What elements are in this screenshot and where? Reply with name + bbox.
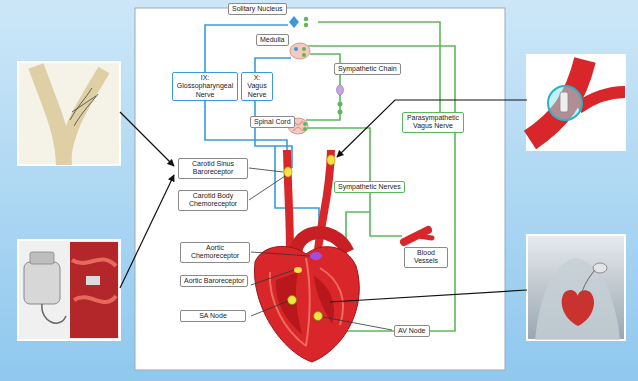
device-photo [18,240,120,340]
label-text: Medulla [260,36,285,44]
photo-arrows [120,100,527,302]
label-text: Sympathetic Chain [338,65,397,73]
label-box: Carotid Body Chemoreceptor [178,190,248,211]
label-box: Medulla [256,34,289,46]
label-box: Aortic Baroreceptor [180,275,248,287]
label-box: Blood Vessels [404,247,448,268]
label-box: AV Node [394,325,430,337]
chest-image [527,235,625,340]
label-text: Blood Vessels [408,249,444,266]
label-text: SA Node [184,312,242,320]
medulla-icon [290,43,310,59]
label-box: Spinal Cord [250,116,295,128]
label-text: Sympathetic Nerves [338,183,401,191]
panel [135,8,505,370]
solitary-nucleus-icon [289,16,308,28]
afferent-nerves [205,25,319,252]
artery-photo [527,55,625,150]
sympathetic-chain-ganglia [337,85,344,115]
label-text: Aortic Baroreceptor [184,277,244,285]
label-box: Carotid Sinus Baroreceptor [178,158,248,179]
label-text: IX: Glossopharyngeal Nerve [176,74,234,99]
label-text: Spinal Cord [254,118,291,126]
label-text: AV Node [398,327,426,335]
label-box: Solitary Nucleus [228,3,287,15]
label-box: SA Node [180,310,246,322]
label-text: Carotid Body Chemoreceptor [182,192,244,209]
label-text: Aortic Chemoreceptor [184,244,246,261]
label-text: X: Vagus Nerve [245,74,269,99]
label-text: Parasympathetic Vagus Nerve [406,114,460,131]
label-box: Sympathetic Chain [334,63,401,75]
label-text: Solitary Nucleus [232,5,283,13]
label-box: Sympathetic Nerves [334,181,405,193]
label-box: IX: Glossopharyngeal Nerve [172,72,238,101]
receptor-markers [284,155,335,321]
blood-vessel-icon [404,230,432,242]
label-text: Carotid Sinus Baroreceptor [182,160,244,177]
label-box: X: Vagus Nerve [241,72,273,101]
label-box: Parasympathetic Vagus Nerve [402,112,464,133]
label-box: Aortic Chemoreceptor [180,242,250,263]
carotid-sketch [18,62,120,165]
